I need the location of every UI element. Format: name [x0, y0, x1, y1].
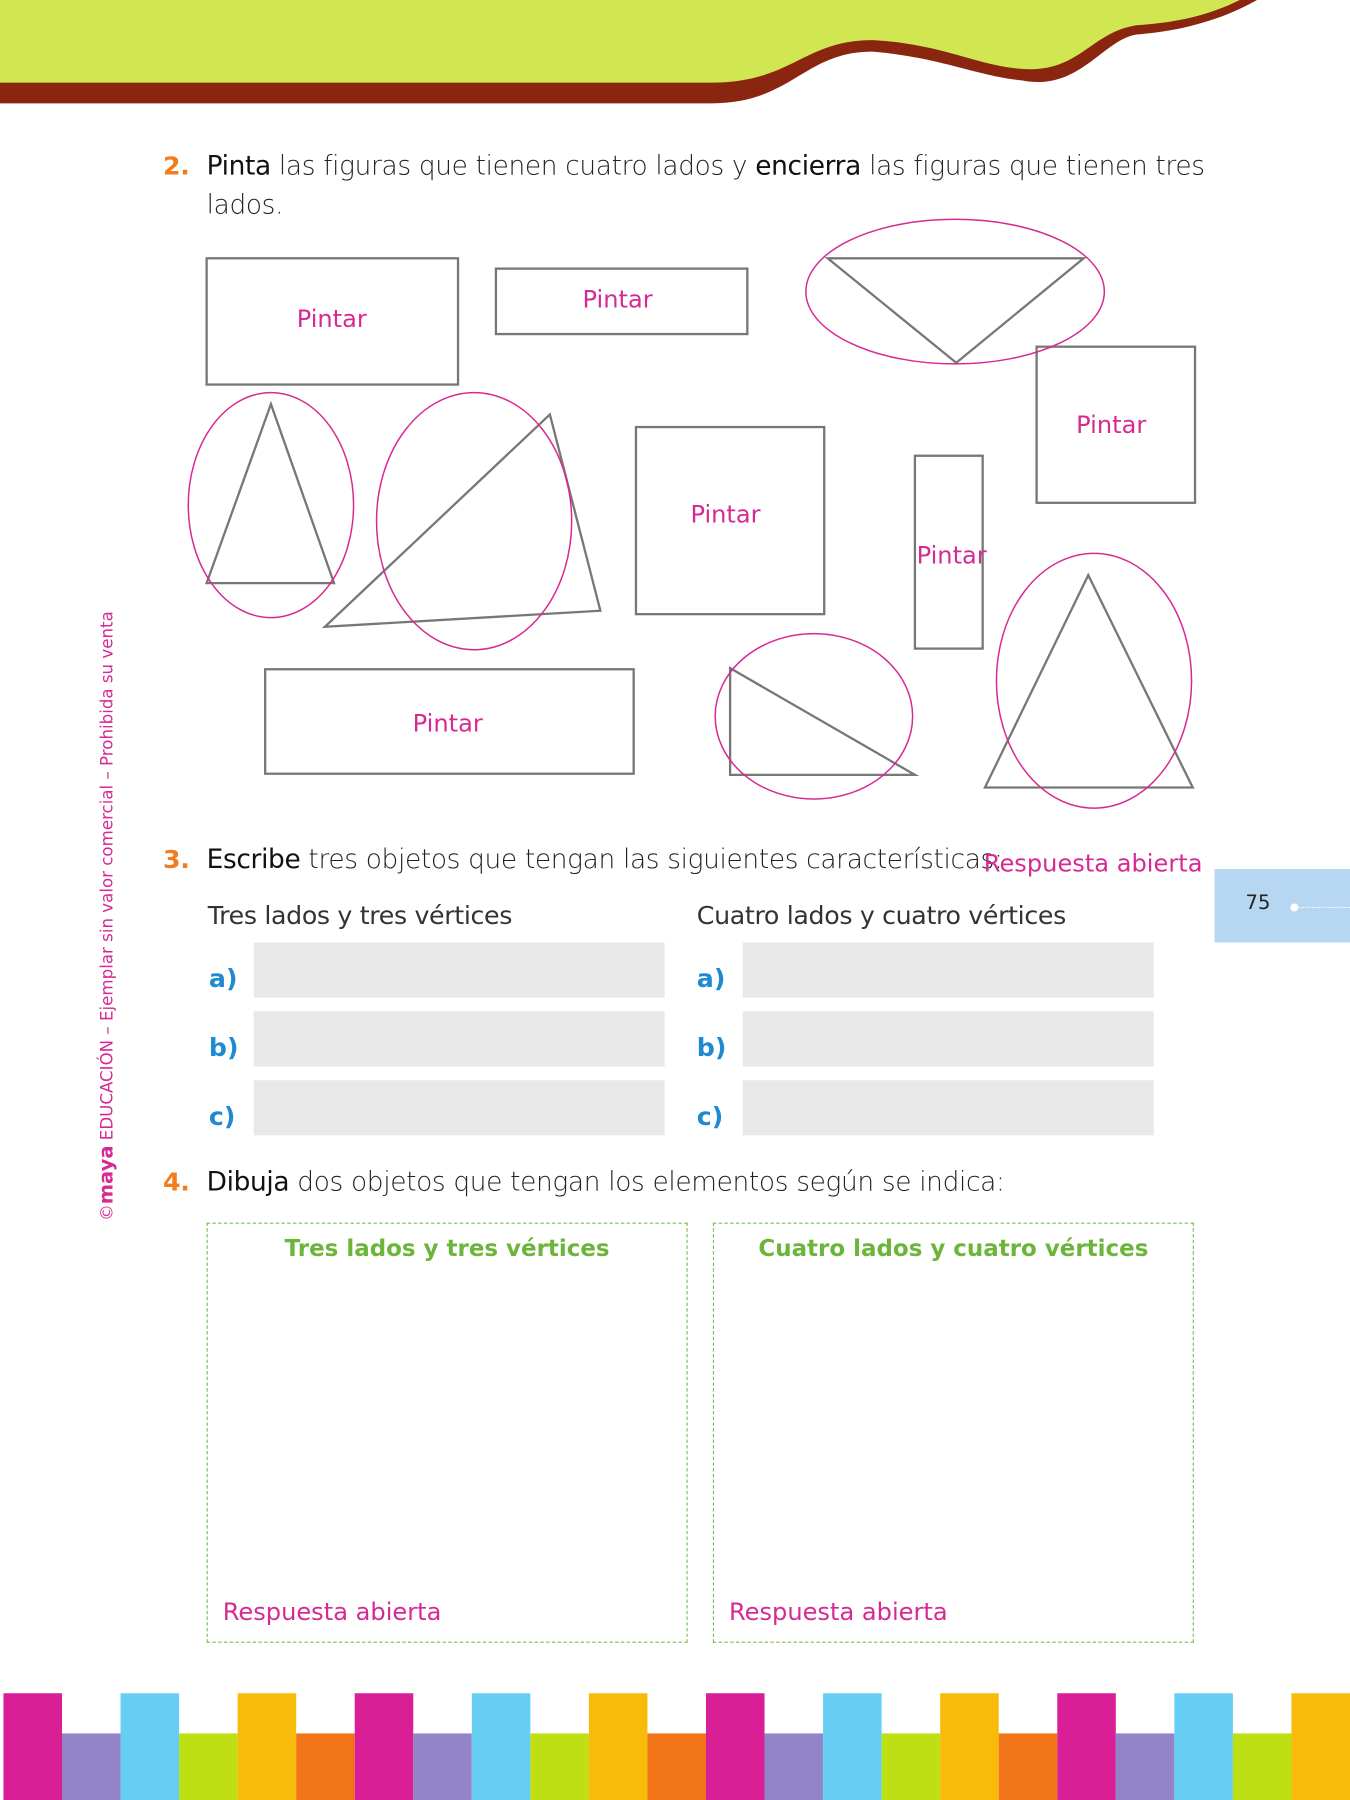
stripe	[530, 1733, 589, 1800]
dotted-line	[1298, 906, 1350, 909]
stripe	[705, 1693, 765, 1800]
stripe	[471, 1693, 531, 1800]
triangle-isosceles[interactable]	[205, 400, 336, 585]
page-number: 75	[1245, 891, 1271, 915]
stripe	[61, 1733, 121, 1800]
box-answer: Respuesta abierta	[222, 1597, 442, 1626]
circle-mark	[805, 218, 1106, 365]
stripe	[1174, 1693, 1233, 1800]
drawing-box-4-sides[interactable]: Cuatro lados y cuatro vértices Respuesta…	[712, 1222, 1194, 1643]
label-c: c)	[208, 1103, 236, 1132]
stripe	[588, 1693, 648, 1800]
label-b: b)	[208, 1034, 239, 1064]
page-dot-icon	[1290, 903, 1299, 912]
header-banner	[0, 0, 1258, 104]
paint-label: Pintar	[583, 286, 653, 314]
box-title: Cuatro lados y cuatro vértices	[758, 1234, 1149, 1262]
col2-heading: Cuatro lados y cuatro vértices	[696, 902, 1066, 931]
verb-encierra: encierra	[755, 151, 862, 182]
question-2: 2. Pinta las figuras que tienen cuatro l…	[163, 152, 1205, 182]
rectangle-2[interactable]	[494, 267, 749, 336]
question-number: 4.	[163, 1168, 190, 1198]
stripe	[1291, 1693, 1350, 1800]
paint-label: Pintar	[297, 305, 367, 333]
circle-mark	[375, 391, 573, 651]
question-number: 3.	[163, 846, 190, 875]
copyright-symbol: ©	[98, 1204, 118, 1221]
answer-field-3sides-c[interactable]	[253, 1080, 665, 1136]
circle-mark	[187, 391, 355, 619]
shapes-area: Pintar Pintar Pintar Pintar Pintar Pinta…	[187, 218, 1197, 809]
rectangle-tall[interactable]	[913, 454, 984, 650]
answer-field-4sides-c[interactable]	[742, 1080, 1154, 1136]
question-number: 2.	[163, 152, 190, 182]
stripe	[823, 1693, 882, 1800]
q3-text: tres objetos que tengan las siguientes c…	[300, 844, 1003, 875]
rectangle-wide[interactable]	[264, 668, 635, 775]
triangle-scalene[interactable]	[321, 412, 602, 629]
stripe	[3, 1693, 62, 1800]
stripe	[354, 1693, 414, 1800]
square-1[interactable]	[1035, 345, 1197, 504]
circle-mark	[995, 552, 1193, 809]
decorative-stripes	[0, 1693, 1350, 1800]
circle-mark	[714, 632, 914, 800]
rectangle-1[interactable]	[205, 257, 460, 386]
question-3: 3. Escribe tres objetos que tengan las s…	[163, 845, 1003, 875]
square-2[interactable]	[634, 425, 826, 616]
stripe	[881, 1733, 941, 1800]
verb-pinta: Pinta	[206, 151, 272, 182]
stripe	[296, 1733, 355, 1800]
q4-text: dos objetos que tengan los elementos seg…	[289, 1167, 1005, 1198]
triangle-right[interactable]	[728, 666, 920, 777]
answer-field-4sides-b[interactable]	[742, 1011, 1154, 1067]
q2-text: las figuras que tienen cuatro lados y	[270, 151, 756, 182]
verb-escribe: Escribe	[206, 844, 301, 875]
stripe	[237, 1693, 297, 1800]
answer-field-3sides-a[interactable]	[253, 942, 665, 998]
label-a: a)	[696, 965, 726, 995]
answer-field-3sides-b[interactable]	[253, 1011, 665, 1067]
question-4: 4. Dibuja dos objetos que tengan los ele…	[163, 1167, 1005, 1198]
label-b: b)	[696, 1034, 727, 1064]
stripe	[940, 1693, 999, 1800]
stripe	[413, 1733, 472, 1800]
triangle-inverted[interactable]	[824, 257, 1087, 365]
stripe	[1232, 1733, 1292, 1800]
q3-answer: Respuesta abierta	[983, 849, 1203, 878]
col1-heading: Tres lados y tres vértices	[207, 902, 513, 931]
stripe	[179, 1733, 238, 1800]
stripe	[1057, 1693, 1116, 1800]
q2-text-line2: lados.	[206, 190, 284, 221]
triangle-large[interactable]	[983, 572, 1195, 789]
box-title: Tres lados y tres vértices	[284, 1234, 610, 1262]
box-answer: Respuesta abierta	[728, 1597, 948, 1626]
stripe	[998, 1733, 1058, 1800]
stripe	[764, 1733, 824, 1800]
paint-label: Pintar	[413, 709, 483, 737]
q2-text-2: las figuras que tienen tres	[861, 151, 1205, 182]
verb-dibuja: Dibuja	[206, 1167, 290, 1198]
paint-label: Pintar	[1076, 411, 1146, 439]
stripe	[1115, 1733, 1175, 1800]
answer-field-4sides-a[interactable]	[742, 942, 1154, 998]
maya-logo: maya	[95, 1145, 119, 1205]
label-c: c)	[696, 1103, 724, 1132]
stripe	[120, 1693, 180, 1800]
page-number-tab: 75	[1214, 869, 1350, 943]
drawing-box-3-sides[interactable]: Tres lados y tres vértices Respuesta abi…	[206, 1222, 688, 1643]
paint-label: Pintar	[917, 542, 987, 570]
stripe	[647, 1733, 706, 1800]
paint-label: Pintar	[690, 500, 760, 528]
label-a: a)	[208, 965, 238, 995]
